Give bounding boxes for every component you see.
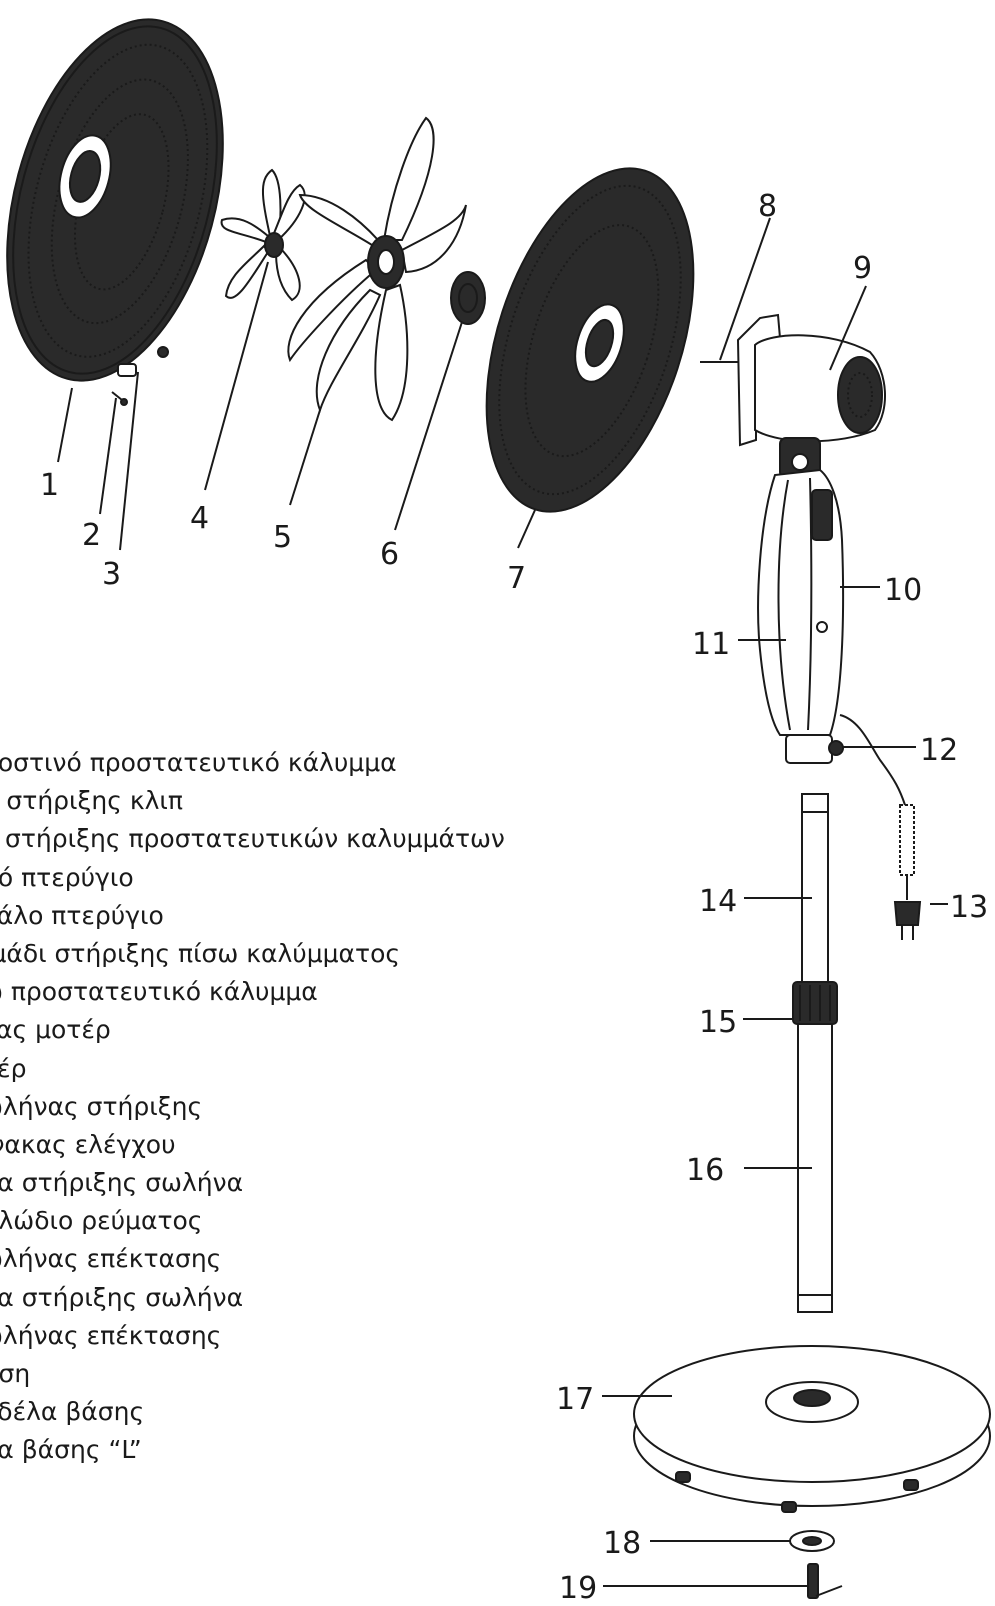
part-number-9: 9 — [853, 251, 872, 286]
large-blade-part — [287, 116, 467, 422]
clip-screw-part — [111, 391, 128, 406]
part-number-14: 14 — [699, 884, 737, 919]
legend-item: ωλήνας επέκτασης — [0, 1320, 222, 1350]
part-number-19: 19 — [559, 1571, 597, 1606]
part-number-4: 4 — [190, 501, 209, 536]
legend-item: α στήριξης κλιπ — [0, 786, 183, 816]
part-number-8: 8 — [758, 189, 777, 224]
legend-item: ίνακας ελέγχου — [0, 1129, 176, 1159]
legend-item: δα στήριξης σωλήνα — [0, 1282, 244, 1312]
legend-item: δα στήριξης σωλήνα — [0, 1168, 244, 1198]
legend-item: ιμάδι στήριξης πίσω καλύμματος — [0, 938, 401, 968]
guard-clip-part — [117, 346, 169, 377]
part-number-5: 5 — [273, 520, 292, 555]
part-number-7: 7 — [507, 561, 526, 596]
legend-item: αλώδιο ρεύματος — [0, 1206, 203, 1236]
legend-item: ροστινό προστατευτικό κάλυμμα — [0, 748, 397, 777]
part-number-10: 10 — [884, 573, 922, 608]
part-number-18: 18 — [603, 1526, 641, 1561]
legend-item: ρό πτερύγιο — [0, 862, 134, 892]
leader-lines — [57, 217, 948, 1587]
part-number-17: 17 — [556, 1382, 594, 1417]
tube-collar-part — [792, 981, 838, 1025]
legend-item: ωλήνας επέκτασης — [0, 1244, 222, 1274]
legend-item: άση — [0, 1359, 31, 1388]
base-part — [633, 1345, 991, 1513]
legend-item: νας μοτέρ — [0, 1015, 111, 1045]
legend-item: οδέλα βάσης — [0, 1397, 145, 1427]
part-number-3: 3 — [102, 557, 121, 592]
legend-item: ω προστατευτικό κάλυμμα — [0, 977, 318, 1007]
rear-guard-part — [485, 167, 695, 513]
legend-item: δα βάσης “L” — [0, 1435, 142, 1465]
part-number-12: 12 — [920, 733, 958, 768]
legend-item: τέρ — [0, 1053, 27, 1083]
extension-tube-part — [801, 793, 829, 993]
support-tube-part — [757, 468, 845, 764]
legend-item: π στήριξης προστατευτικών καλυμμάτων — [0, 824, 505, 854]
part-numbers: 1 2 3 4 5 6 7 8 9 10 11 12 13 14 15 16 1… — [40, 189, 988, 1606]
parts-legend: ροστινό προστατευτικό κάλυμμα α στήριξης… — [0, 744, 505, 1470]
legend-item: γάλο πτερύγιο — [0, 900, 164, 930]
part-number-16: 16 — [686, 1153, 724, 1188]
legend-item: ωλήνας στήριξης — [0, 1091, 203, 1121]
part-number-6: 6 — [380, 537, 399, 572]
part-number-11: 11 — [692, 627, 730, 662]
base-l-bolt-part — [807, 1563, 843, 1599]
power-cord-part — [828, 714, 922, 940]
part-number-13: 13 — [950, 890, 988, 925]
front-guard-part — [6, 18, 224, 382]
base-washer-part — [789, 1530, 835, 1552]
small-blade-part — [220, 168, 306, 302]
part-number-15: 15 — [699, 1005, 737, 1040]
part-number-1: 1 — [40, 468, 59, 503]
guard-nut-part — [450, 271, 486, 325]
part-number-2: 2 — [82, 518, 101, 553]
motor-part — [700, 313, 886, 479]
